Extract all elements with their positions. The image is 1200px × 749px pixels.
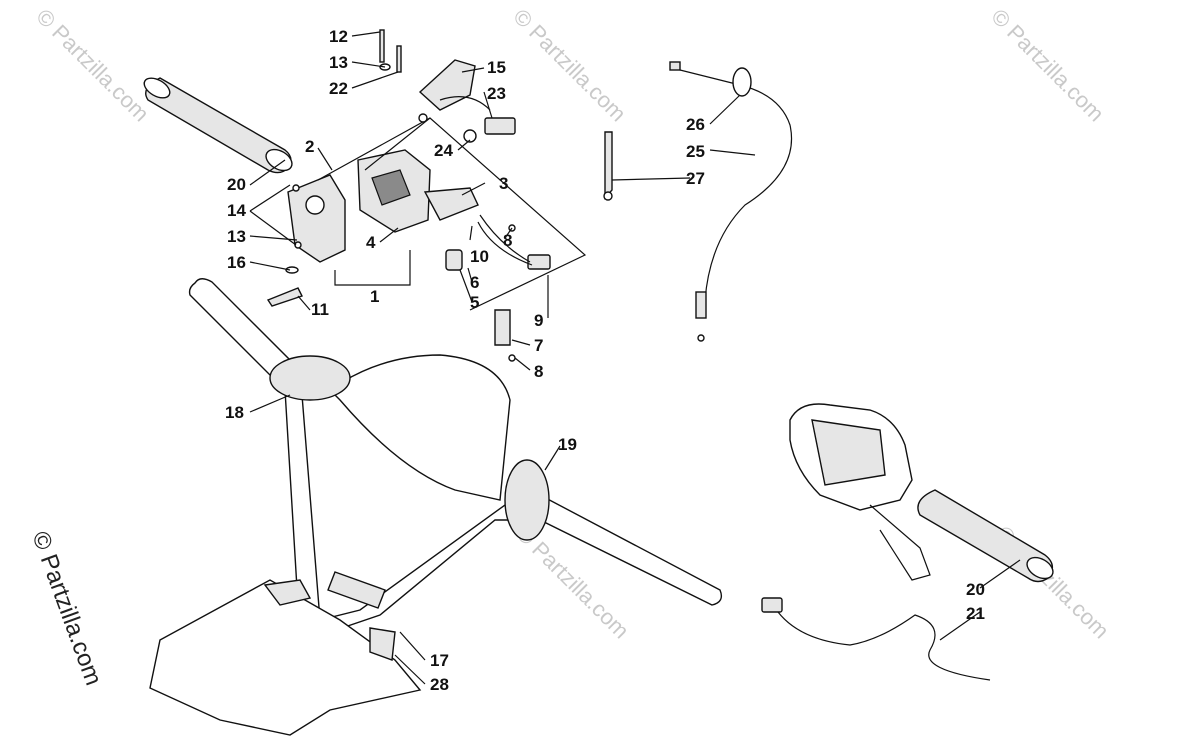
- callout-8-top: 8: [503, 231, 512, 250]
- callout-15: 15: [487, 58, 506, 77]
- throttle-cable: [603, 61, 793, 342]
- switch-housing-assembly: [287, 117, 587, 311]
- callout-14: 14: [227, 201, 246, 220]
- watermark-top-right: © Partzilla.com: [986, 4, 1109, 127]
- callout-22: 22: [329, 79, 348, 98]
- callout-5: 5: [470, 293, 479, 312]
- right-grip: [917, 489, 1054, 583]
- watermark-top-center: © Partzilla.com: [508, 4, 631, 127]
- callout-7: 7: [534, 336, 543, 355]
- watermark-side: © Partzilla.com: [26, 528, 107, 689]
- callout-10: 10: [470, 247, 489, 266]
- callout-21: 21: [966, 604, 985, 623]
- brake-master-cylinder: [789, 403, 931, 581]
- left-grip: [143, 77, 293, 174]
- callout-20-right: 20: [966, 580, 985, 599]
- callouts: 12 13 22 15 23 24 2 3 20 14 13 16 4 8 10…: [225, 27, 985, 694]
- handlebar: [188, 278, 723, 633]
- callout-27: 27: [686, 169, 705, 188]
- leader-lines: [249, 31, 1021, 685]
- throttle-lever-group: [364, 29, 516, 171]
- callout-28: 28: [430, 675, 449, 694]
- callout-8-bottom: 8: [534, 362, 543, 381]
- callout-13-top: 13: [329, 53, 348, 72]
- callout-9: 9: [534, 311, 543, 330]
- callout-2: 2: [305, 137, 314, 156]
- callout-12: 12: [329, 27, 348, 46]
- callout-24: 24: [434, 141, 453, 160]
- callout-19: 19: [558, 435, 577, 454]
- heater-wire: [761, 597, 991, 681]
- callout-16: 16: [227, 253, 246, 272]
- switch-small-parts: [266, 184, 551, 362]
- callout-3: 3: [499, 174, 508, 193]
- handlebar-pad: [149, 579, 422, 736]
- callout-1: 1: [370, 287, 379, 306]
- callout-18: 18: [225, 403, 244, 422]
- callout-11: 11: [311, 300, 329, 319]
- watermark-top-left: © Partzilla.com: [31, 4, 154, 127]
- callout-13-left: 13: [227, 227, 246, 246]
- callout-25: 25: [686, 142, 705, 161]
- callout-20-left: 20: [227, 175, 246, 194]
- callout-17: 17: [430, 651, 449, 670]
- callout-6: 6: [470, 273, 479, 292]
- callout-23: 23: [487, 84, 506, 103]
- callout-4: 4: [366, 233, 376, 252]
- callout-26: 26: [686, 115, 705, 134]
